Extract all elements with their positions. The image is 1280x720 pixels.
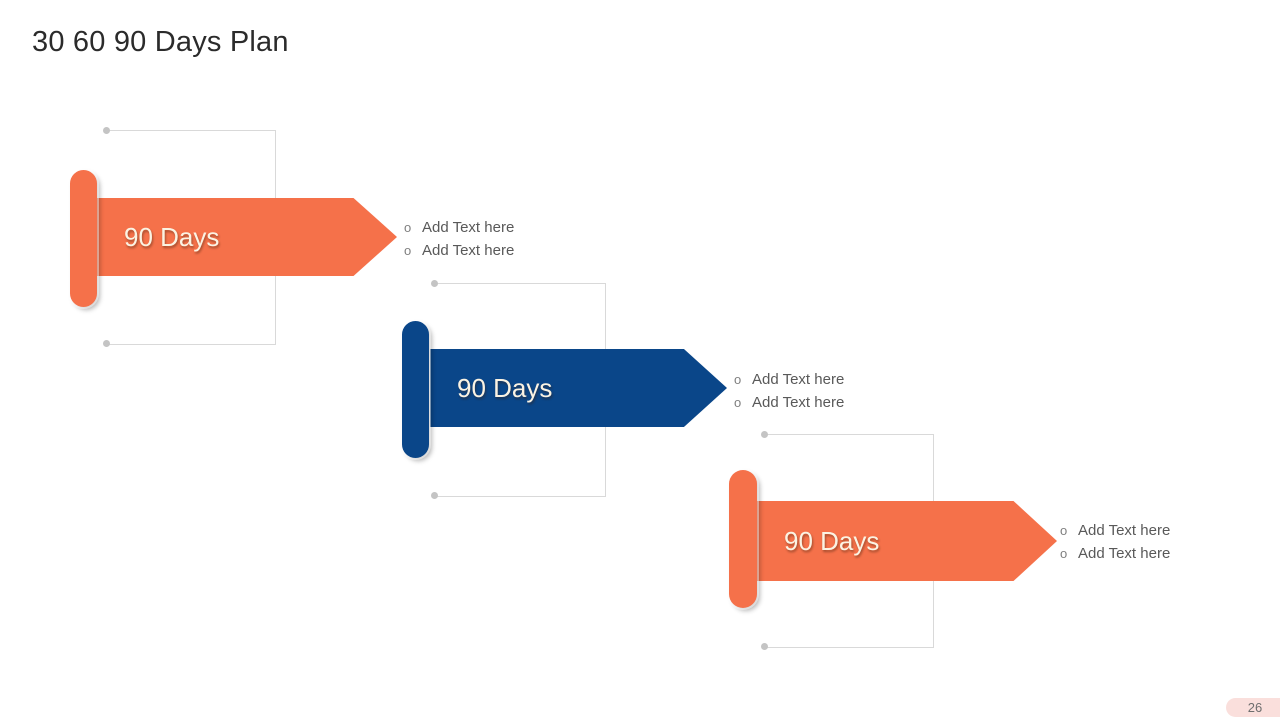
milestone-arrow[interactable]: 90 Days bbox=[430, 349, 727, 427]
bullet-item[interactable]: o Add Text here bbox=[1060, 519, 1170, 542]
bracket-dot-bottom bbox=[103, 340, 110, 347]
bullet-placeholder-text: Add Text here bbox=[422, 242, 515, 259]
slide-title[interactable]: 30 60 90 Days Plan bbox=[32, 26, 289, 58]
bullet-marker: o bbox=[734, 372, 742, 387]
bullet-marker: o bbox=[404, 220, 412, 235]
milestone-label: 90 Days bbox=[457, 372, 553, 403]
bullet-placeholder-text: Add Text here bbox=[1078, 522, 1171, 539]
bracket-dot-bottom bbox=[431, 492, 438, 499]
milestone-bullets: o Add Text here o Add Text here bbox=[404, 216, 514, 262]
milestone-pill[interactable] bbox=[70, 170, 97, 307]
bracket-dot-top bbox=[103, 127, 110, 134]
milestone-arrow[interactable]: 90 Days bbox=[97, 198, 397, 276]
milestone-pill[interactable] bbox=[402, 321, 429, 458]
milestone-arrow[interactable]: 90 Days bbox=[757, 501, 1057, 581]
bullet-item[interactable]: o Add Text here bbox=[404, 216, 514, 239]
bracket-dot-top bbox=[761, 431, 768, 438]
bullet-item[interactable]: o Add Text here bbox=[734, 391, 844, 414]
bullet-marker: o bbox=[404, 243, 412, 258]
milestone-bullets: o Add Text here o Add Text here bbox=[734, 368, 844, 414]
bullet-marker: o bbox=[1060, 523, 1068, 538]
bullet-item[interactable]: o Add Text here bbox=[1060, 542, 1170, 565]
bullet-marker: o bbox=[734, 395, 742, 410]
bullet-placeholder-text: Add Text here bbox=[752, 394, 845, 411]
bullet-marker: o bbox=[1060, 546, 1068, 561]
milestone-label: 90 Days bbox=[124, 221, 220, 252]
bullet-placeholder-text: Add Text here bbox=[422, 219, 515, 236]
page-number-badge: 26 bbox=[1226, 698, 1280, 717]
milestone-label: 90 Days bbox=[784, 525, 880, 556]
bullet-item[interactable]: o Add Text here bbox=[404, 239, 514, 262]
bullet-placeholder-text: Add Text here bbox=[752, 371, 845, 388]
bullet-item[interactable]: o Add Text here bbox=[734, 368, 844, 391]
milestone-pill[interactable] bbox=[729, 470, 757, 608]
bracket-dot-bottom bbox=[761, 643, 768, 650]
bracket-dot-top bbox=[431, 280, 438, 287]
milestone-bullets: o Add Text here o Add Text here bbox=[1060, 519, 1170, 565]
bullet-placeholder-text: Add Text here bbox=[1078, 545, 1171, 562]
